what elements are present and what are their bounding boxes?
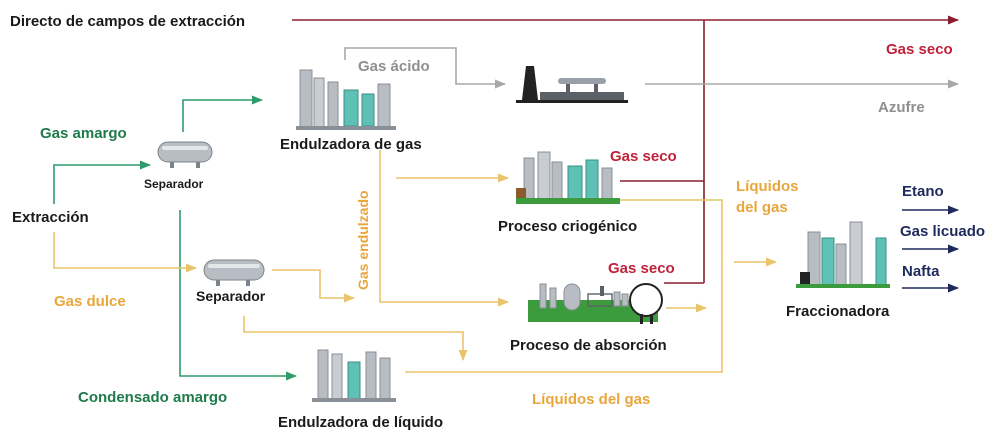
flow-condensado-amargo	[179, 210, 298, 381]
label-gas-seco-crio: Gas seco	[610, 148, 677, 165]
label-separador-top: Separador	[144, 177, 204, 191]
label-endulzadora-liquido: Endulzadora de líquido	[278, 414, 443, 431]
flow-gas-endulzado-vertical	[379, 150, 510, 307]
flow-liquidos-crio-right	[405, 199, 723, 373]
label-separador-bottom: Separador	[196, 288, 266, 304]
label-liquidos-gas-bottom: Líquidos del gas	[532, 391, 650, 408]
label-endulzadora-gas: Endulzadora de gas	[280, 136, 422, 153]
label-direct-field: Directo de campos de extracción	[10, 13, 245, 30]
label-fraccionadora: Fraccionadora	[786, 303, 890, 320]
fraccionadora-icon	[796, 221, 890, 288]
proceso-absorcion-icon	[528, 283, 663, 324]
label-nafta: Nafta	[902, 263, 940, 280]
endulzadora-gas-icon	[296, 69, 396, 130]
endulzadora-liquido-icon	[312, 349, 396, 402]
flow-gas-dulce	[53, 232, 198, 273]
proceso-criogenico-icon	[516, 151, 620, 204]
label-proceso-criogenico: Proceso criogénico	[498, 218, 637, 235]
label-gas-dulce: Gas dulce	[54, 293, 126, 310]
label-liquidos-gas-right-1: Líquidos	[736, 178, 799, 195]
flow-separador-liquids-down	[243, 316, 468, 362]
label-condensado-amargo: Condensado amargo	[78, 389, 227, 406]
label-gas-amargo: Gas amargo	[40, 125, 127, 142]
label-extraccion: Extracción	[12, 209, 89, 226]
label-gas-seco-abs: Gas seco	[608, 260, 675, 277]
flow-gas-amargo	[182, 95, 264, 132]
label-azufre: Azufre	[878, 99, 925, 116]
separador-bottom-icon	[203, 259, 265, 286]
label-gas-endulzado: Gas endulzado	[355, 190, 371, 290]
label-gas-licuado: Gas licuado	[900, 223, 985, 240]
label-gas-seco-top: Gas seco	[886, 41, 953, 58]
planta-azufre-icon	[516, 66, 628, 103]
flow-separador-to-absorcion	[272, 269, 356, 303]
label-gas-acido: Gas ácido	[358, 58, 430, 75]
label-proceso-absorcion: Proceso de absorción	[510, 337, 667, 354]
label-etano: Etano	[902, 183, 944, 200]
label-liquidos-gas-right-2: del gas	[736, 199, 788, 216]
flow-extraccion-up	[53, 160, 152, 204]
separador-top-icon	[157, 141, 213, 168]
flow-gas-acido	[344, 47, 507, 89]
